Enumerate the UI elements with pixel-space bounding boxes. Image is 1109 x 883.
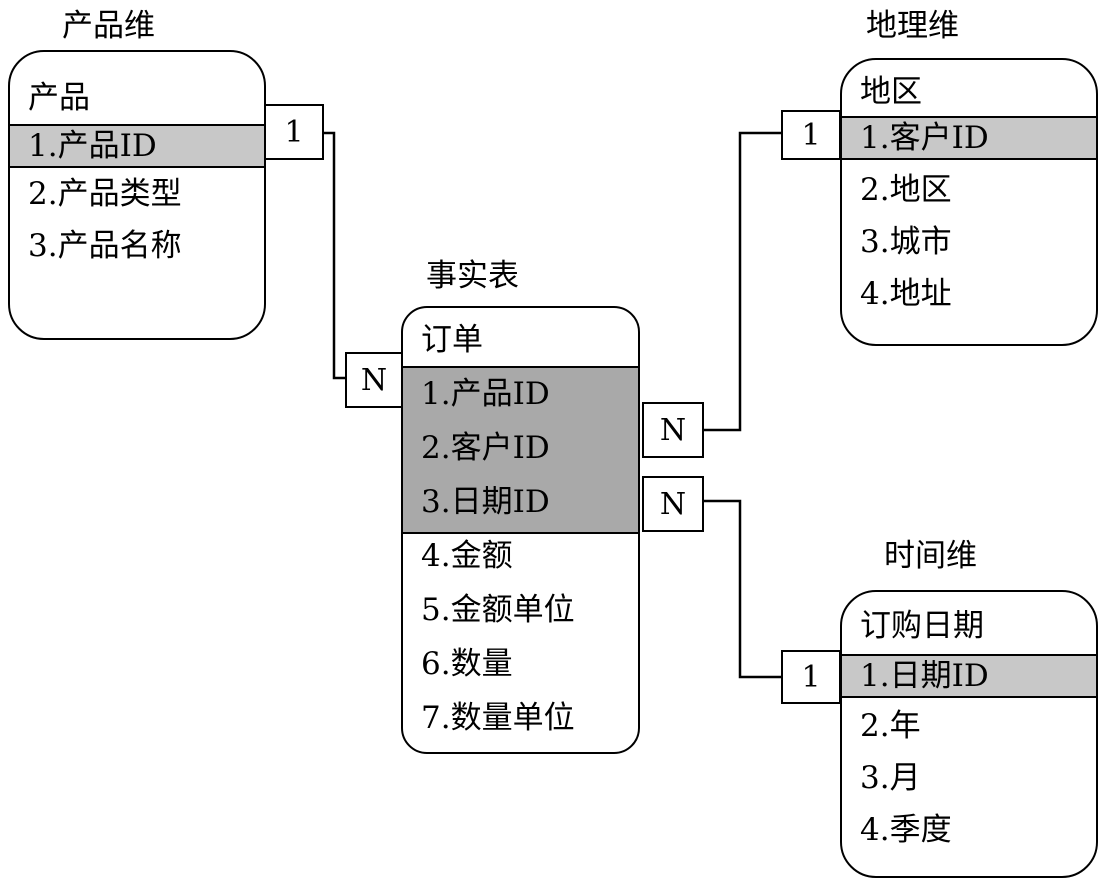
time-dim-table: 订购日期 1.日期ID 2.年 3.月 4.季度 [840,590,1098,878]
product-key-field: 1.产品ID [28,128,157,164]
region-cardinality-one: 1 [781,110,841,160]
fact-time-cardinality: N [642,476,704,532]
time-field: 3.月 [860,760,921,796]
fact-region-cardinality: N [642,402,704,458]
fact-table-title: 事实表 [426,258,519,294]
fact-key-band [403,366,638,534]
product-cardinality-one: 1 [264,104,324,160]
time-fact-link [704,499,781,679]
fact-key-field: 1.产品ID [421,376,550,412]
fact-field: 6.数量 [421,646,513,682]
time-field: 4.季度 [860,812,952,848]
region-field: 3.城市 [860,224,952,260]
time-table-name: 订购日期 [860,608,984,644]
time-key-band [842,654,1096,698]
product-dim-table: 产品 1.产品ID 2.产品类型 3.产品名称 [8,50,266,340]
fact-field: 7.数量单位 [421,700,575,736]
fact-key-field: 3.日期ID [421,484,550,520]
time-field: 2.年 [860,708,921,744]
fact-product-cardinality: N [345,352,403,408]
region-key-field: 1.客户ID [860,120,989,156]
fact-key-field: 2.客户ID [421,430,550,466]
region-fact-link [704,131,781,432]
time-dim-title: 时间维 [884,538,977,574]
region-dim-title: 地理维 [866,8,959,44]
product-fact-link [324,131,345,380]
product-field: 2.产品类型 [28,176,182,212]
product-table-name: 产品 [28,80,90,116]
time-key-field: 1.日期ID [860,658,989,694]
fact-field: 4.金额 [421,538,513,574]
product-key-band [10,124,264,168]
fact-table-name: 订单 [421,322,483,358]
region-table-name: 地区 [860,74,922,110]
fact-field: 5.金额单位 [421,592,575,628]
region-dim-table: 地区 1.客户ID 2.地区 3.城市 4.地址 [840,58,1098,346]
fact-table: 订单 1.产品ID 2.客户ID 3.日期ID 4.金额 5.金额单位 6.数量… [401,306,640,754]
region-field: 4.地址 [860,276,952,312]
product-dim-title: 产品维 [62,8,155,44]
time-cardinality-one: 1 [781,650,841,704]
region-key-band [842,116,1096,160]
region-field: 2.地区 [860,172,952,208]
product-field: 3.产品名称 [28,228,182,264]
